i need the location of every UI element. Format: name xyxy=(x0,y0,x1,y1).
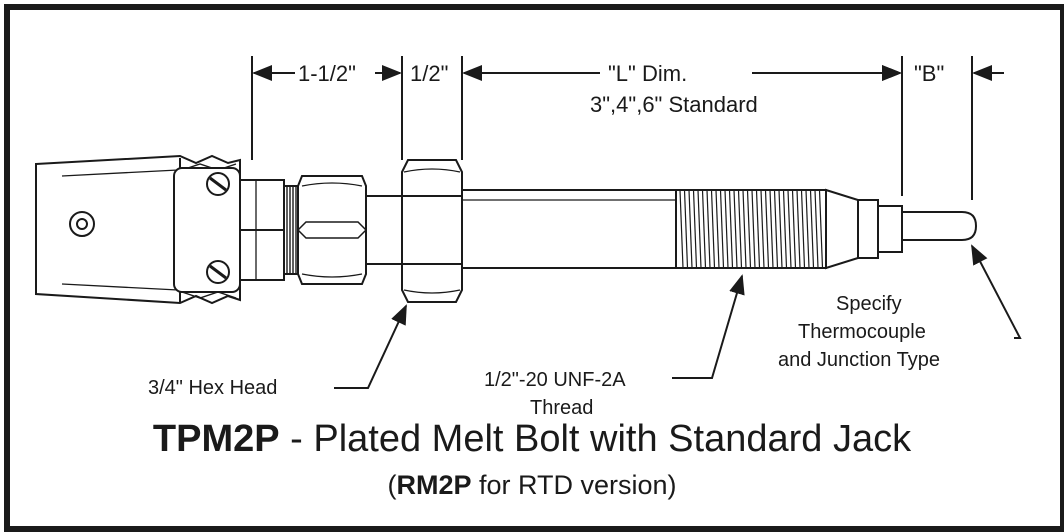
bolt-step xyxy=(857,199,879,259)
callout-thread-spec: 1/2"-20 UNF-2A xyxy=(484,369,626,391)
thread-pitch-line xyxy=(688,189,693,269)
dim-label-l-dim: "L" Dim. xyxy=(608,61,688,86)
title: TPM2P - Plated Melt Bolt with Standard J… xyxy=(0,420,1064,458)
thread-pitch-line xyxy=(697,189,702,269)
thread-pitch-line xyxy=(773,189,779,269)
thread-pitch-line xyxy=(733,189,738,269)
bolt-shank xyxy=(461,189,677,269)
dim-label-1-2: 1/2" xyxy=(410,61,449,86)
thread-pitch-line xyxy=(701,189,707,269)
subtitle-open: ( xyxy=(387,470,397,500)
thread-pitch-line xyxy=(742,189,747,269)
title-model: TPM2P xyxy=(152,418,280,460)
middle-hex-fitting xyxy=(296,175,368,285)
thread-pitch-line xyxy=(710,189,716,269)
thread-pitch-line xyxy=(782,189,788,269)
callout-hex-head: 3/4" Hex Head xyxy=(148,377,278,399)
subtitle-rest: for RTD version) xyxy=(471,470,677,500)
thread-pitch-line xyxy=(791,189,797,269)
callout-thermocouple: Thermocouple xyxy=(798,321,926,343)
small-hex-nut xyxy=(239,179,285,281)
subtitle-model: RM2P xyxy=(396,470,472,500)
thread-pitch-line xyxy=(800,189,806,269)
thread-pitch-line xyxy=(809,189,815,269)
thread-pitch-line xyxy=(728,189,734,269)
leader-thread xyxy=(672,274,745,379)
thread-pitch-line xyxy=(706,189,711,269)
leader-thermocouple xyxy=(971,244,1022,339)
thread-pitch-line xyxy=(796,189,801,269)
title-description: - Plated Melt Bolt with Standard Jack xyxy=(279,418,912,460)
hex-neck xyxy=(365,195,405,265)
thread-pitch-line xyxy=(724,189,729,269)
thread-pitch-line xyxy=(787,189,792,269)
leader-hex-head xyxy=(334,304,407,389)
thread-pitch-line xyxy=(764,189,770,269)
dim-label-1-1-2: 1-1/2" xyxy=(298,61,356,86)
thread-pitch-line xyxy=(769,189,774,269)
callout-thread-word: Thread xyxy=(530,397,594,419)
thread-pitch-line xyxy=(719,189,725,269)
thread-pitch-line xyxy=(818,189,824,269)
thread-pitch-line xyxy=(737,189,743,269)
thread-pitch-line xyxy=(755,189,761,269)
thread-pitch-line xyxy=(692,189,698,269)
jack-pin-hole xyxy=(69,211,95,237)
thread-pitch-line xyxy=(683,189,689,269)
callout-specify: Specify xyxy=(836,293,902,315)
thread-section xyxy=(675,189,827,269)
dim-label-l-standard: 3",4",6" Standard xyxy=(590,92,758,117)
thermocouple-tip xyxy=(901,211,978,241)
thread-pitch-line xyxy=(746,189,752,269)
dim-label-b: "B" xyxy=(914,61,945,86)
thread-pitch-line xyxy=(760,189,765,269)
coupling-thread xyxy=(283,185,299,275)
callout-junction-type: and Junction Type xyxy=(778,349,940,371)
bolt-taper xyxy=(825,188,859,270)
thread-pitch-line xyxy=(715,189,720,269)
bolt-nose xyxy=(877,205,903,253)
thread-pitch-line xyxy=(778,189,783,269)
thread-pitch-line xyxy=(679,189,684,269)
thread-pitch-line xyxy=(814,189,819,269)
subtitle: (RM2P for RTD version) xyxy=(0,472,1064,499)
thread-pitch-line xyxy=(805,189,810,269)
thread-pitch-line xyxy=(751,189,756,269)
hex-head-3-4 xyxy=(401,159,463,303)
